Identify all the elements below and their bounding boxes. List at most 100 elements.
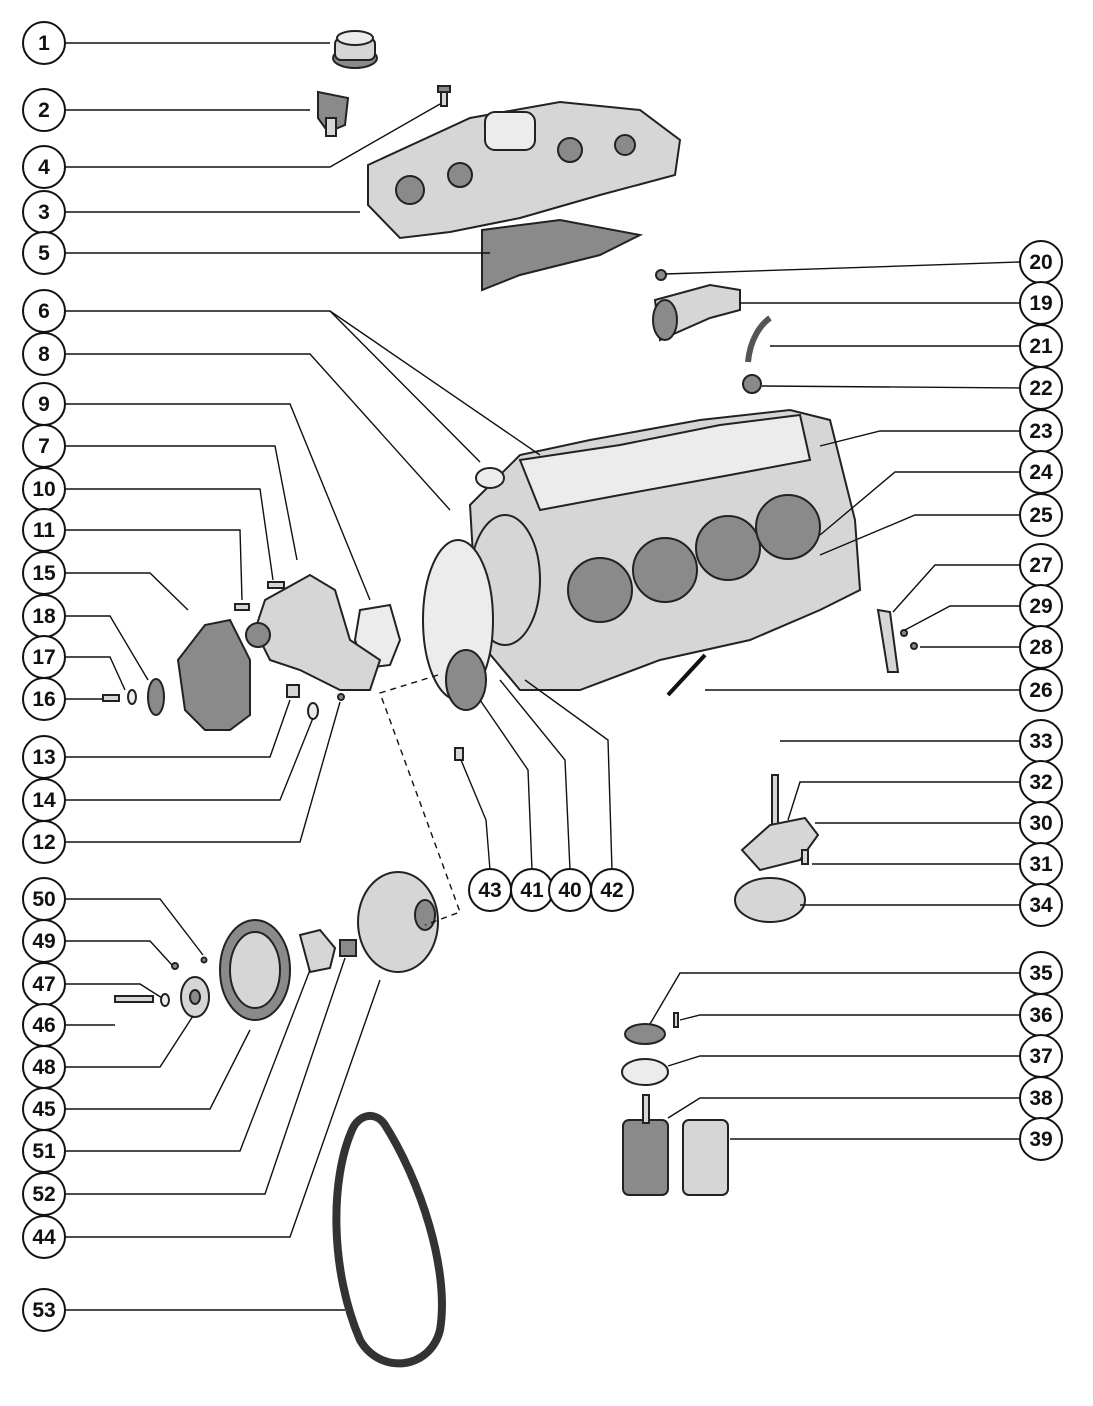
part-illustrations [102, 30, 918, 1368]
part-34-screen [734, 877, 806, 923]
callout-21: 21 [1019, 324, 1063, 368]
svg-text:25: 25 [1029, 504, 1053, 527]
callout-42: 42 [590, 868, 634, 912]
svg-text:14: 14 [32, 789, 56, 812]
svg-text:33: 33 [1029, 730, 1052, 753]
part-37-gasket [621, 1058, 669, 1086]
callout-39: 39 [1019, 1117, 1063, 1161]
callout-12: 12 [22, 820, 66, 864]
callouts: 1 2 4 3 5 6 8 9 7 10 11 15 18 17 16 13 1… [22, 21, 1063, 1332]
part-3-intake-manifold [367, 100, 682, 240]
callout-29: 29 [1019, 584, 1063, 628]
svg-text:34: 34 [1029, 894, 1053, 917]
callout-33: 33 [1019, 719, 1063, 763]
callout-48: 48 [22, 1045, 66, 1089]
callout-5: 5 [22, 231, 66, 275]
callout-3: 3 [22, 190, 66, 234]
part-22-fitting [742, 374, 762, 394]
part-46-bolt [114, 995, 154, 1003]
part-18-seal [147, 678, 165, 716]
part-51-hub [298, 928, 337, 974]
svg-text:9: 9 [38, 393, 50, 416]
part-52-spacer [339, 939, 357, 957]
callout-53: 53 [22, 1288, 66, 1332]
svg-text:45: 45 [32, 1098, 56, 1121]
svg-text:2: 2 [38, 99, 50, 122]
svg-text:53: 53 [32, 1299, 55, 1322]
part-1-cap [332, 30, 378, 69]
part-5-plate [481, 218, 644, 292]
svg-text:40: 40 [558, 879, 581, 902]
svg-text:11: 11 [33, 519, 56, 542]
svg-text:13: 13 [32, 746, 55, 769]
callout-49: 49 [22, 919, 66, 963]
svg-text:26: 26 [1029, 679, 1052, 702]
svg-text:51: 51 [32, 1140, 56, 1163]
svg-text:21: 21 [1029, 335, 1053, 358]
svg-text:18: 18 [32, 605, 56, 628]
callout-22: 22 [1019, 366, 1063, 410]
callout-30: 30 [1019, 801, 1063, 845]
callout-14: 14 [22, 778, 66, 822]
callout-7: 7 [22, 424, 66, 468]
part-17-washer [127, 689, 137, 705]
svg-text:41: 41 [520, 879, 544, 902]
part-45-pulley [219, 919, 291, 1021]
svg-text:32: 32 [1029, 771, 1052, 794]
leader-lines [66, 42, 1021, 1311]
part-2-plug [317, 90, 350, 137]
callout-52: 52 [22, 1172, 66, 1216]
callout-43: 43 [468, 868, 512, 912]
callout-16: 16 [22, 677, 66, 721]
part-14-washer [307, 702, 319, 720]
callout-20: 20 [1019, 240, 1063, 284]
callout-10: 10 [22, 467, 66, 511]
svg-text:16: 16 [32, 688, 55, 711]
svg-text:4: 4 [38, 156, 50, 179]
callout-46: 46 [22, 1003, 66, 1047]
svg-text:3: 3 [38, 201, 50, 224]
part-21-tube [745, 315, 772, 363]
callout-45: 45 [22, 1087, 66, 1131]
svg-text:38: 38 [1029, 1087, 1053, 1110]
part-4-bolt [437, 85, 451, 107]
svg-text:35: 35 [1029, 962, 1053, 985]
callout-24: 24 [1019, 450, 1063, 494]
callout-2: 2 [22, 88, 66, 132]
svg-text:6: 6 [38, 300, 50, 323]
part-13-plug [286, 684, 300, 698]
part-15-pulley [176, 618, 251, 731]
callout-18: 18 [22, 594, 66, 638]
svg-text:46: 46 [32, 1014, 55, 1037]
part-20-plug [655, 269, 667, 281]
part-27-bracket [876, 608, 900, 673]
part-31-bolt [801, 849, 809, 865]
callout-9: 9 [22, 382, 66, 426]
svg-text:47: 47 [32, 973, 55, 996]
callout-11: 11 [22, 508, 66, 552]
callout-50: 50 [22, 877, 66, 921]
svg-text:1: 1 [38, 32, 50, 55]
svg-text:27: 27 [1029, 554, 1052, 577]
svg-text:42: 42 [600, 879, 623, 902]
callout-31: 31 [1019, 842, 1063, 886]
svg-text:7: 7 [38, 435, 50, 458]
part-10-bolt [267, 581, 285, 589]
callout-28: 28 [1019, 625, 1063, 669]
part-30-oil-pump [740, 816, 820, 872]
callout-19: 19 [1019, 281, 1063, 325]
part-48-washer [180, 976, 210, 1018]
svg-text:49: 49 [32, 930, 55, 953]
svg-text:10: 10 [32, 478, 55, 501]
callout-25: 25 [1019, 493, 1063, 537]
callout-15: 15 [22, 551, 66, 595]
part-16-bolt [102, 694, 120, 702]
part-50-screw [200, 956, 208, 964]
part-41-seal [445, 649, 487, 711]
svg-text:29: 29 [1029, 595, 1052, 618]
svg-text:28: 28 [1029, 636, 1053, 659]
svg-text:52: 52 [32, 1183, 55, 1206]
part-11-bolt [234, 603, 250, 611]
part-12-plug [337, 693, 345, 701]
